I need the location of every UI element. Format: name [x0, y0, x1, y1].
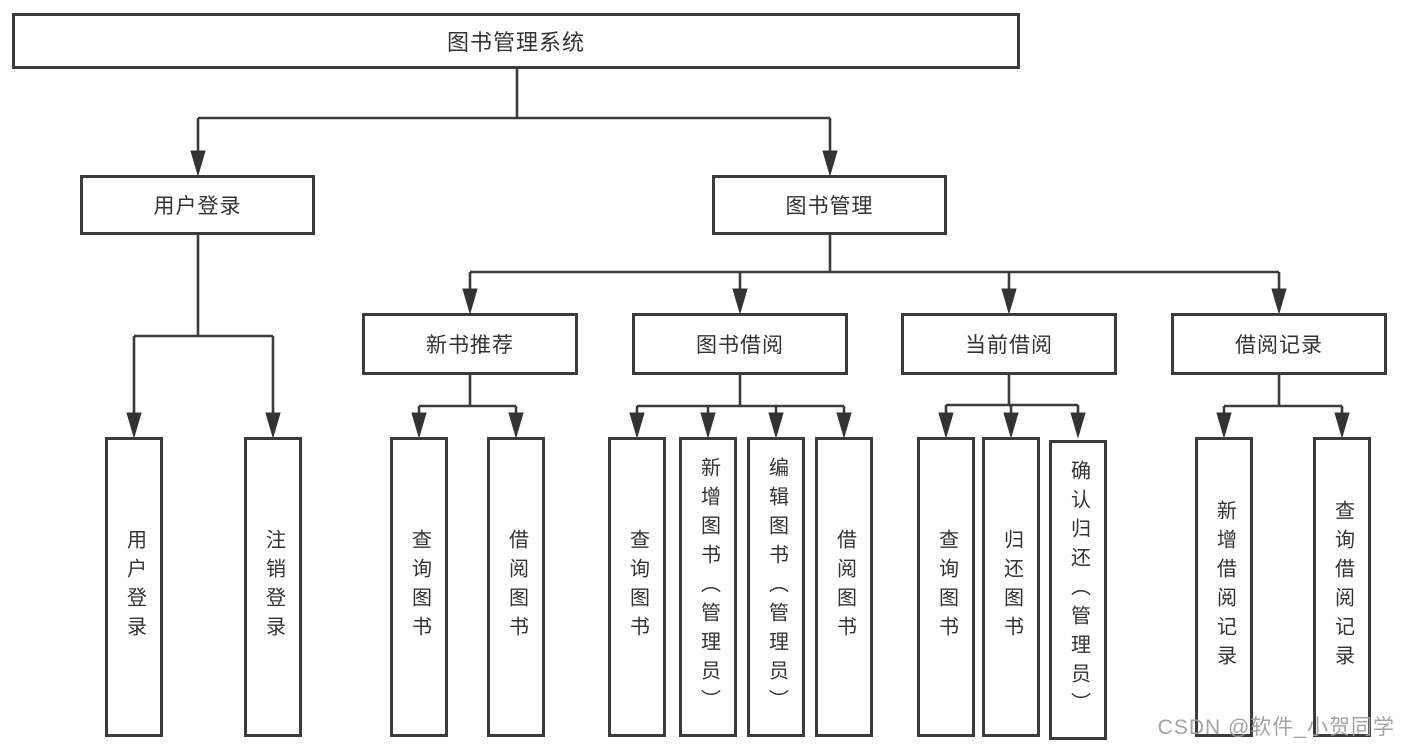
- node-leaf-query-books-3: 查询图书: [917, 437, 975, 737]
- node-leaf-borrow-books-1: 借阅图书: [487, 437, 545, 737]
- node-borrowing-records: 借阅记录: [1171, 313, 1387, 375]
- node-label: 查询借阅记录: [1331, 500, 1354, 674]
- node-current-borrowing: 当前借阅: [901, 313, 1117, 375]
- node-library-management-system: 图书管理系统: [12, 13, 1020, 69]
- node-book-borrowing: 图书借阅: [632, 313, 848, 375]
- node-label: 归还图书: [1000, 529, 1023, 645]
- node-leaf-confirm-return-admin: 确认归还（管理员）: [1049, 440, 1107, 740]
- node-label: 借阅图书: [833, 529, 856, 645]
- node-label: 确认归还（管理员）: [1067, 459, 1090, 721]
- node-leaf-query-books-2: 查询图书: [608, 437, 666, 737]
- node-leaf-logout: 注销登录: [244, 437, 302, 737]
- node-label: 用户登录: [153, 195, 242, 218]
- node-label: 新增图书（管理员）: [697, 456, 720, 718]
- node-label: 借阅记录: [1235, 334, 1323, 357]
- node-label: 查询图书: [626, 529, 649, 645]
- node-label: 编辑图书（管理员）: [765, 456, 788, 718]
- node-leaf-borrow-books-2: 借阅图书: [815, 437, 873, 737]
- node-leaf-query-borrow-record: 查询借阅记录: [1313, 437, 1371, 737]
- node-label: 图书借阅: [696, 334, 784, 357]
- node-label: 注销登录: [262, 529, 285, 645]
- node-leaf-user-login: 用户登录: [105, 437, 163, 737]
- node-label: 借阅图书: [505, 529, 528, 645]
- node-label: 当前借阅: [965, 334, 1053, 357]
- node-book-management: 图书管理: [712, 175, 947, 235]
- node-label: 查询图书: [935, 529, 958, 645]
- node-label: 新书推荐: [426, 334, 514, 357]
- node-leaf-query-books-1: 查询图书: [390, 437, 448, 737]
- node-user-login: 用户登录: [80, 175, 315, 235]
- node-new-book-recommend: 新书推荐: [362, 313, 578, 375]
- node-label: 图书管理系统: [446, 30, 585, 55]
- node-leaf-add-borrow-record: 新增借阅记录: [1195, 437, 1253, 737]
- node-leaf-edit-books-admin: 编辑图书（管理员）: [747, 437, 805, 737]
- node-label: 图书管理: [785, 195, 874, 218]
- node-label: 用户登录: [123, 529, 146, 645]
- node-label: 新增借阅记录: [1213, 500, 1236, 674]
- csdn-watermark: CSDN @软件_小贺同学: [1157, 716, 1395, 739]
- node-label: 查询图书: [408, 529, 431, 645]
- node-leaf-add-books-admin: 新增图书（管理员）: [679, 437, 737, 737]
- node-leaf-return-books: 归还图书: [982, 437, 1040, 737]
